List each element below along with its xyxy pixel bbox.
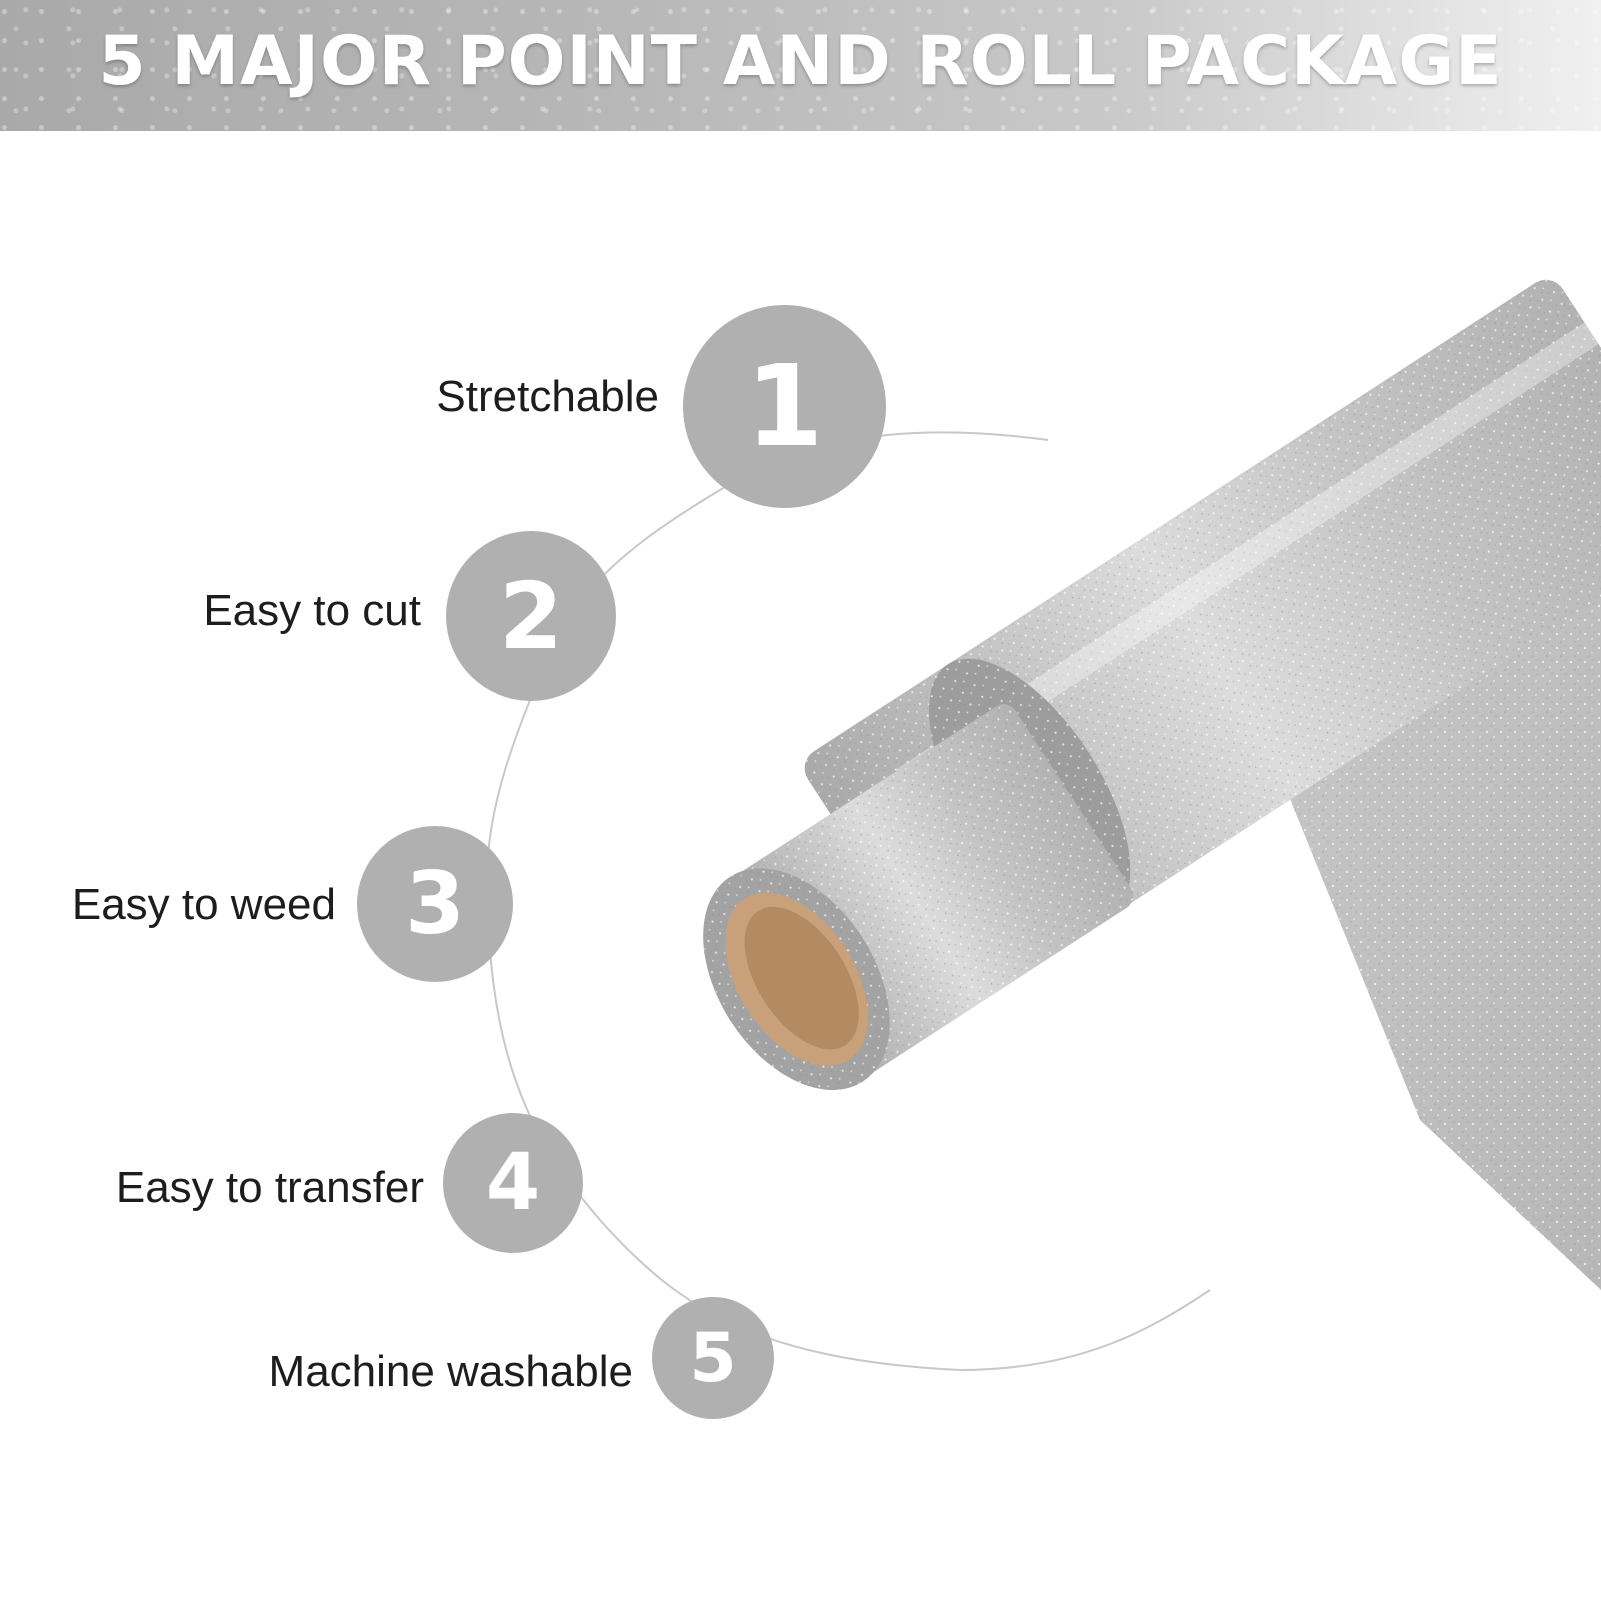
point-4-number: 4 [485,1138,541,1228]
point-1-number: 1 [745,341,824,472]
point-3-number: 3 [405,854,465,954]
point-4-label: Easy to transfer [115,1163,424,1212]
point-2-number: 2 [498,562,563,670]
point-5-label: Machine washable [268,1347,633,1396]
banner-title: 5 MAJOR POINT AND ROLL PACKAGE [98,22,1503,101]
point-5-number: 5 [689,1318,737,1398]
point-2-label: Easy to cut [203,586,421,635]
header-banner: 5 MAJOR POINT AND ROLL PACKAGE [0,0,1601,131]
point-3-badge: 3 [357,826,513,982]
point-4-badge: 4 [443,1113,583,1253]
point-2-badge: 2 [446,531,616,701]
point-3-label: Easy to weed [71,880,336,929]
point-5-badge: 5 [652,1297,774,1419]
point-1-label: Stretchable [436,372,659,421]
point-1-badge: 1 [683,305,886,508]
